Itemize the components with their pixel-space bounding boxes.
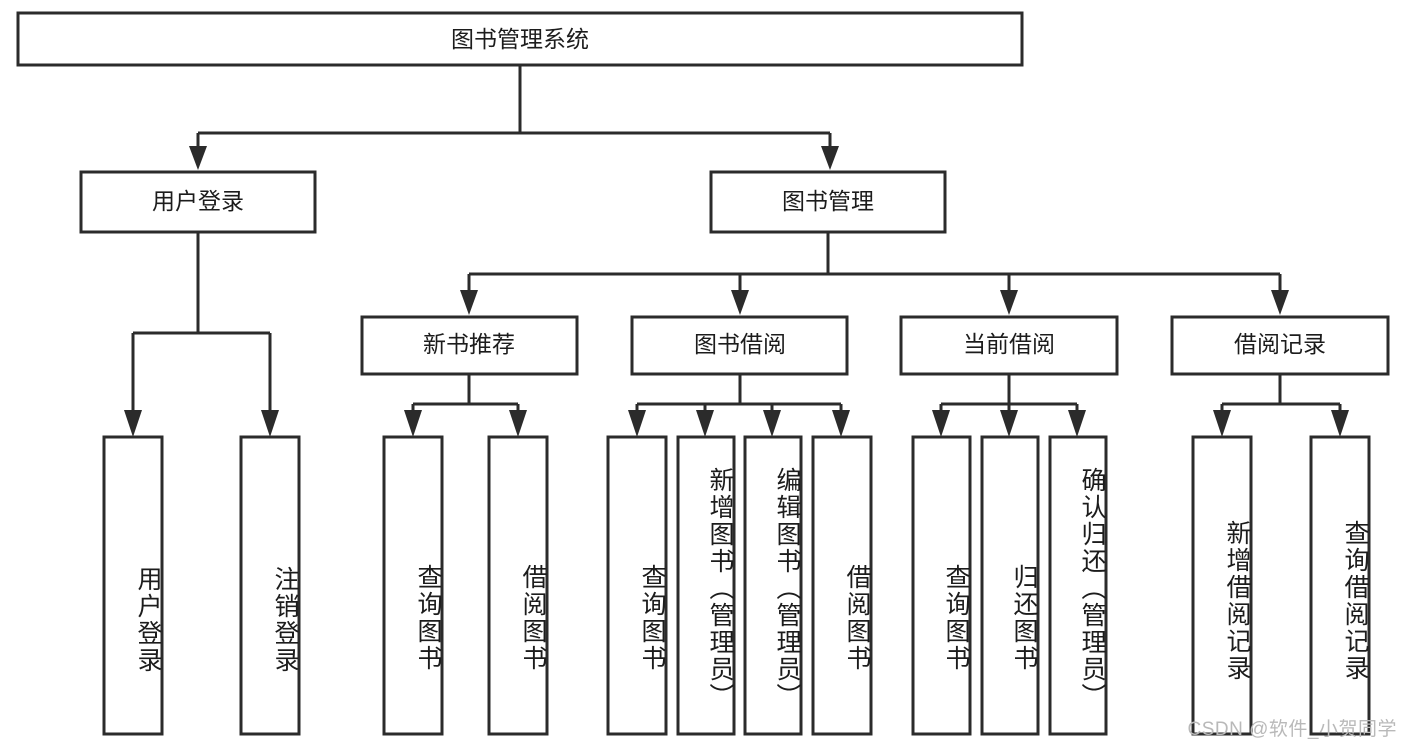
arrow-head-icon xyxy=(763,410,781,437)
node-user-login-box[interactable] xyxy=(79,170,317,234)
connector-book-management-to-level3 xyxy=(460,232,1289,315)
node-book-management-label: 图书管理 xyxy=(782,188,874,214)
node-borrow-record-label: 借阅记录 xyxy=(1234,331,1326,357)
node-book-management[interactable]: 图书管理 xyxy=(709,170,947,234)
arrow-head-icon xyxy=(696,410,714,437)
arrow-head-icon xyxy=(1000,410,1018,437)
node-current-borrow-label: 当前借阅 xyxy=(963,331,1055,357)
arrow-head-icon xyxy=(1068,410,1086,437)
node-new-book-recommend-label: 新书推荐 xyxy=(423,331,515,357)
arrow-head-icon xyxy=(460,290,478,315)
leaf-box-book-borrow-0[interactable] xyxy=(606,435,668,736)
node-book-borrow[interactable]: 图书借阅 xyxy=(630,315,849,376)
leaf-box-user-login-1[interactable] xyxy=(239,435,301,736)
node-new-book-recommend[interactable]: 新书推荐 xyxy=(360,315,579,376)
node-root[interactable]: 图书管理系统 xyxy=(16,11,1024,67)
arrow-head-icon xyxy=(821,146,839,170)
arrow-head-icon xyxy=(932,410,950,437)
node-root-label: 图书管理系统 xyxy=(451,26,589,52)
connector-book-borrow-to-leaves xyxy=(628,374,850,437)
arrow-head-icon xyxy=(1213,410,1231,437)
arrow-head-icon xyxy=(1271,290,1289,315)
node-current-borrow-box[interactable] xyxy=(899,315,1119,376)
leaf-box-current-borrow-2[interactable] xyxy=(1048,435,1108,736)
arrow-head-icon xyxy=(1000,290,1018,315)
arrow-head-icon xyxy=(628,410,646,437)
leaf-box-book-borrow-1[interactable] xyxy=(676,435,736,736)
leaf-box-new-book-0[interactable] xyxy=(382,435,444,736)
arrow-head-icon xyxy=(189,146,207,170)
arrow-head-icon xyxy=(261,410,279,437)
leaf-box-borrow-record-0[interactable] xyxy=(1191,435,1253,736)
arrow-head-icon xyxy=(404,410,422,437)
arrow-head-icon xyxy=(509,410,527,437)
node-new-book-recommend-box[interactable] xyxy=(360,315,579,376)
node-user-login-label: 用户登录 xyxy=(152,188,244,214)
node-user-login[interactable]: 用户登录 xyxy=(79,170,317,234)
node-current-borrow[interactable]: 当前借阅 xyxy=(899,315,1119,376)
connector-borrow-record-to-leaves xyxy=(1213,374,1349,437)
leaf-box-current-borrow-0[interactable] xyxy=(911,435,972,736)
connector-current-borrow-to-leaves xyxy=(932,374,1086,437)
leaf-box-current-borrow-1[interactable] xyxy=(980,435,1040,736)
node-book-borrow-label: 图书借阅 xyxy=(694,331,786,357)
leaf-box-borrow-record-1[interactable] xyxy=(1309,435,1371,736)
connector-root-to-level2 xyxy=(189,65,839,170)
leaf-box-user-login-0[interactable] xyxy=(102,435,164,736)
node-root-box[interactable] xyxy=(16,11,1024,67)
arrow-head-icon xyxy=(832,410,850,437)
leaf-box-book-borrow-3[interactable] xyxy=(811,435,873,736)
leaf-box-book-borrow-2[interactable] xyxy=(743,435,803,736)
watermark-text: CSDN @软件_小贺同学 xyxy=(1187,719,1397,740)
node-borrow-record[interactable]: 借阅记录 xyxy=(1170,315,1390,376)
arrow-head-icon xyxy=(124,410,142,437)
leaf-box-new-book-1[interactable] xyxy=(487,435,549,736)
arrow-head-icon xyxy=(731,290,749,315)
connector-new-book-recommend-to-leaves xyxy=(404,374,527,437)
arrow-head-icon xyxy=(1331,410,1349,437)
connector-user-login-to-leaves xyxy=(124,232,279,437)
